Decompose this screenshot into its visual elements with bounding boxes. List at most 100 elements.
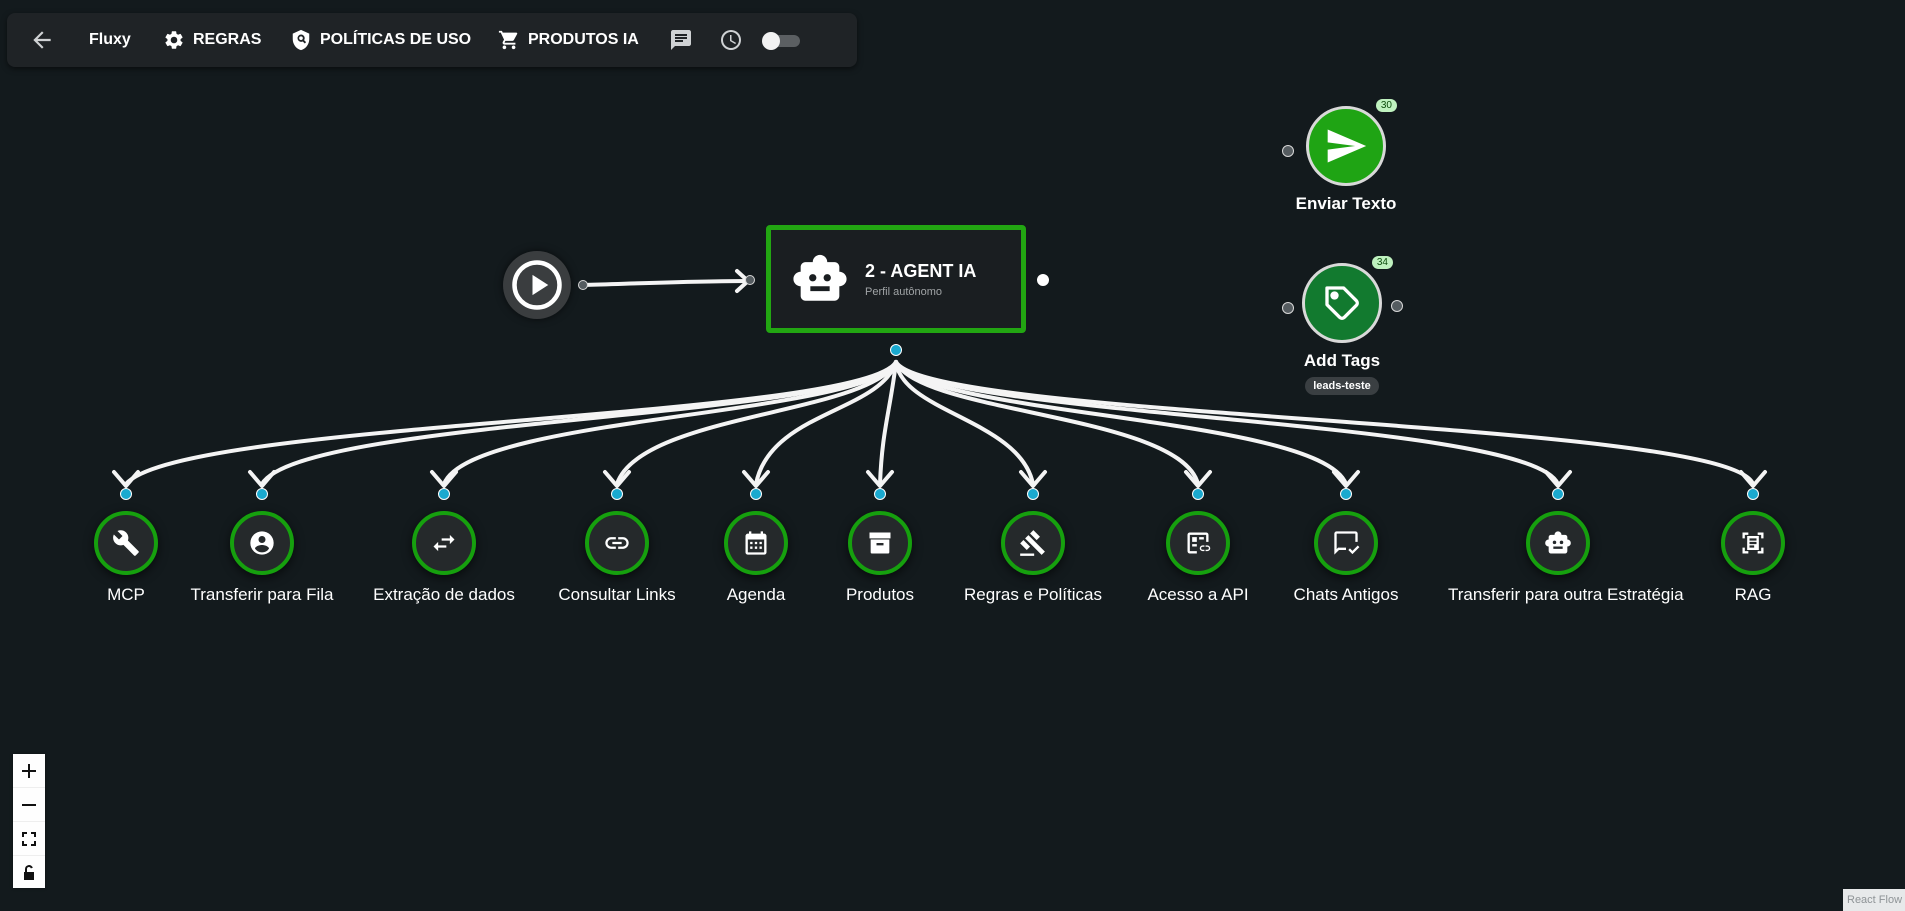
tool-target-handle[interactable] xyxy=(438,488,450,500)
policies-button[interactable]: POLÍTICAS DE USO xyxy=(290,13,471,67)
tool-node[interactable]: Transferir para outra Estratégia xyxy=(1448,511,1684,605)
agent-tools-handle[interactable] xyxy=(890,344,902,356)
add-tags-count-badge: 34 xyxy=(1371,256,1393,269)
lock-button[interactable] xyxy=(13,856,45,889)
rules-label: REGRAS xyxy=(193,31,262,48)
tag-pill: leads-teste xyxy=(1305,377,1379,395)
zoom-out-button[interactable] xyxy=(13,788,45,822)
shield-search-icon xyxy=(292,29,310,51)
tool-label: MCP xyxy=(107,585,145,604)
tool-circle xyxy=(1314,511,1378,575)
tool-circle xyxy=(1166,511,1230,575)
tool-target-handle[interactable] xyxy=(120,488,132,500)
tool-label: Produtos xyxy=(845,585,915,604)
add-tags-target-handle[interactable] xyxy=(1282,302,1294,314)
tool-node[interactable]: Agenda xyxy=(646,511,866,605)
tool-label: Transferir para Fila xyxy=(190,585,334,604)
tool-circle xyxy=(1721,511,1785,575)
archive-box-icon xyxy=(869,532,891,554)
tool-node[interactable]: Produtos xyxy=(770,511,990,605)
products-ai-label: PRODUTOS IA xyxy=(528,31,639,48)
tool-circle xyxy=(724,511,788,575)
tool-label: Regras e Políticas xyxy=(964,585,1102,604)
zoom-in-button[interactable] xyxy=(13,754,45,788)
tool-target-handle[interactable] xyxy=(256,488,268,500)
tool-target-handle[interactable] xyxy=(1552,488,1564,500)
tag-icon xyxy=(1325,286,1359,320)
arrow-left-icon xyxy=(33,31,51,49)
tool-label: RAG xyxy=(1734,585,1772,604)
start-source-handle[interactable] xyxy=(578,280,588,290)
react-flow-attribution[interactable]: React Flow xyxy=(1843,889,1905,911)
minus-icon xyxy=(22,803,36,806)
agent-node[interactable]: 2 - AGENT IA Perfil autônomo xyxy=(766,225,1026,333)
gavel-icon xyxy=(1020,530,1045,556)
agent-target-handle[interactable] xyxy=(745,275,755,285)
lock-open-icon xyxy=(24,864,34,880)
robot-icon xyxy=(1545,531,1571,554)
send-text-label: Enviar Texto xyxy=(1295,194,1397,213)
chat-icon xyxy=(671,30,691,50)
tool-label: Consultar Links xyxy=(558,585,676,604)
tool-node[interactable]: Extração de dados xyxy=(334,511,554,605)
edges-agent-tools xyxy=(124,360,1755,486)
tool-circle xyxy=(1526,511,1590,575)
tool-label: Chats Antigos xyxy=(1293,585,1399,604)
fit-view-button[interactable] xyxy=(13,822,45,856)
agent-text: 2 - AGENT IA Perfil autônomo xyxy=(865,261,976,298)
tool-node[interactable]: Chats Antigos xyxy=(1236,511,1456,605)
flow-title-text: Fluxy xyxy=(89,31,131,48)
tool-circle xyxy=(412,511,476,575)
chat-check-icon xyxy=(1334,531,1360,555)
tool-circle xyxy=(94,511,158,575)
wrench-icon xyxy=(113,530,139,556)
tool-target-handle[interactable] xyxy=(1747,488,1759,500)
add-tags-label: Add Tags xyxy=(1303,351,1381,370)
products-ai-button[interactable]: PRODUTOS IA xyxy=(498,13,639,67)
api-link-icon xyxy=(1187,532,1211,554)
tool-target-handle[interactable] xyxy=(1027,488,1039,500)
tool-label: Acesso a API xyxy=(1147,585,1249,604)
robot-icon xyxy=(793,254,847,301)
tool-circle xyxy=(230,511,294,575)
agent-source-handle[interactable] xyxy=(1037,274,1049,286)
agent-title: 2 - AGENT IA xyxy=(865,260,977,281)
document-scan-icon xyxy=(1742,532,1764,554)
start-node[interactable] xyxy=(503,251,571,319)
send-text-node[interactable]: 30 Enviar Texto xyxy=(1246,99,1446,214)
add-tags-node[interactable]: 34 Add Tags leads-teste xyxy=(1242,256,1442,395)
tool-target-handle[interactable] xyxy=(611,488,623,500)
tool-target-handle[interactable] xyxy=(750,488,762,500)
send-text-target-handle[interactable] xyxy=(1282,145,1294,157)
mode-toggle[interactable] xyxy=(762,32,802,50)
send-text-count-badge: 30 xyxy=(1375,99,1397,112)
shopping-cart-icon xyxy=(498,30,518,50)
history-button[interactable] xyxy=(719,13,743,67)
add-tags-source-handle[interactable] xyxy=(1391,300,1403,312)
back-button[interactable] xyxy=(29,13,55,67)
agent-subtitle: Perfil autônomo xyxy=(865,285,943,298)
plus-icon xyxy=(22,763,36,778)
tool-node[interactable]: Acesso a API xyxy=(1088,511,1308,605)
policies-label: POLÍTICAS DE USO xyxy=(320,31,472,48)
tool-node[interactable]: Transferir para Fila xyxy=(152,511,372,605)
tool-target-handle[interactable] xyxy=(1340,488,1352,500)
send-icon xyxy=(1327,129,1367,163)
tool-label: Transferir para outra Estratégia xyxy=(1448,585,1684,604)
tool-node[interactable]: MCP xyxy=(16,511,236,605)
tool-node[interactable]: RAG xyxy=(1643,511,1863,605)
link-icon xyxy=(605,537,629,549)
tool-target-handle[interactable] xyxy=(874,488,886,500)
tool-node[interactable]: Consultar Links xyxy=(507,511,727,605)
person-pin-icon xyxy=(250,531,274,555)
rules-button[interactable]: REGRAS xyxy=(163,13,261,67)
tool-label: Extração de dados xyxy=(373,585,515,604)
fit-view-icon xyxy=(22,831,36,846)
tool-target-handle[interactable] xyxy=(1192,488,1204,500)
tool-label: Agenda xyxy=(726,585,786,604)
tool-node[interactable]: Regras e Políticas xyxy=(923,511,1143,605)
chat-button[interactable] xyxy=(669,13,693,67)
send-text-circle: 30 xyxy=(1306,99,1397,186)
edge-start-agent xyxy=(581,279,750,287)
